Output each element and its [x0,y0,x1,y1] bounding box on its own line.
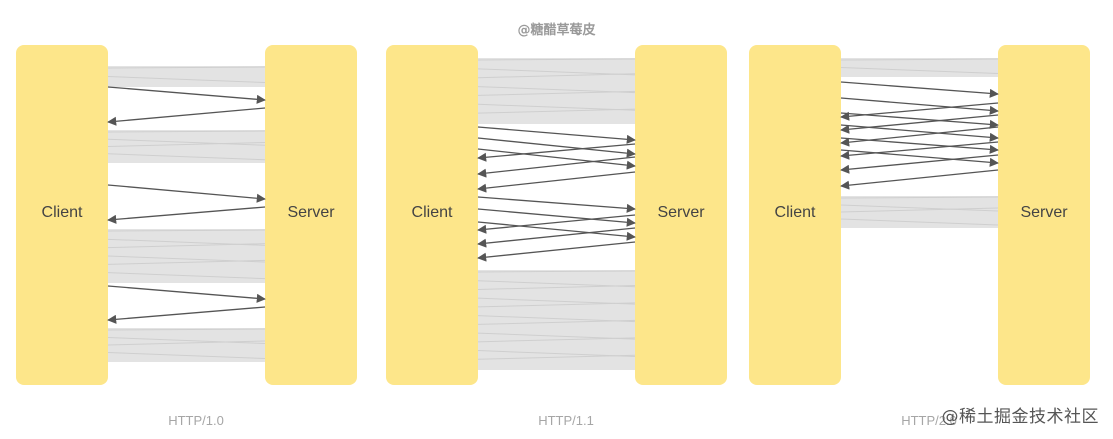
message-arrow [840,81,999,98]
band-line [107,259,266,265]
message-arrow [477,156,636,178]
band-line [107,130,266,133]
connection-band [108,66,265,87]
caption-http20: HTTP/2.0 [901,413,957,428]
band-line [840,58,999,61]
message-arrow [477,137,636,158]
server-label: Server [1020,204,1068,221]
message-arrow [477,148,636,170]
band-line [107,76,266,83]
band-line [107,66,266,69]
message-arrow [840,97,999,115]
band-line [477,58,636,61]
caption-http10: HTTP/1.0 [168,413,224,428]
message-arrow [840,126,999,147]
band-line [477,68,636,76]
message-arrow [107,285,266,303]
message-arrow [840,154,999,174]
message-arrow [477,241,636,262]
message-arrow [477,227,636,248]
band-line [477,103,636,111]
band-line [107,142,266,147]
site-watermark: @稀土掘金技术社区 [941,407,1099,427]
connection-band [841,58,998,77]
caption-http11: HTTP/1.1 [538,413,594,428]
band-line [107,328,266,331]
connection-band [841,196,998,228]
message-arrow [840,149,999,167]
message-arrow [107,206,266,224]
band-line [840,204,999,212]
connection-band [478,270,635,370]
band-line [477,90,636,96]
connection-band [108,229,265,283]
connection-band [108,328,265,362]
author-watermark: @糖醋草莓皮 [517,23,596,38]
band-line [477,302,636,308]
server-label: Server [287,204,335,221]
message-arrow [840,169,999,190]
band-line [107,272,266,280]
endpoint-labels: Client Server Client Server Client Server [42,204,1069,221]
band-line [477,337,636,343]
client-label: Client [775,204,816,221]
message-arrow [477,221,636,241]
band-line [107,352,266,359]
band-line [107,153,266,161]
band-line [840,207,999,213]
band-line [477,354,636,360]
band-line [107,229,266,232]
band-line [840,218,999,226]
message-arrow [477,143,636,162]
band-line [477,319,636,325]
band-line [107,337,266,344]
server-box [998,45,1090,385]
connection-band [108,130,265,163]
message-arrow [477,214,636,234]
message-arrow [840,124,999,142]
message-arrow [107,306,266,324]
server-label: Server [657,204,705,221]
client-label: Client [412,204,453,221]
message-arrow [477,196,636,213]
message-arrow [840,141,999,160]
band-line [477,86,636,94]
message-arrow [107,184,266,203]
message-arrow [840,102,999,121]
message-arrow [107,107,266,126]
band-line [107,340,266,346]
connection-band [478,58,635,124]
band-line [840,196,999,199]
client-box [386,45,478,385]
band-line [477,108,636,114]
message-arrow [477,171,636,193]
band-line [477,270,636,273]
band-line [477,284,636,290]
client-box [16,45,108,385]
message-arrow [477,208,636,227]
message-arrow [840,114,999,134]
client-box [749,45,841,385]
endpoint-boxes [16,45,1090,385]
message-arrow [107,86,266,104]
band-line [477,73,636,79]
band-line [840,67,999,74]
band-line [107,138,266,146]
connection-bands [107,58,999,370]
message-arrows [107,81,999,324]
message-arrow [477,126,636,144]
client-label: Client [42,204,83,221]
server-box [635,45,727,385]
band-line [107,243,266,249]
server-box [265,45,357,385]
